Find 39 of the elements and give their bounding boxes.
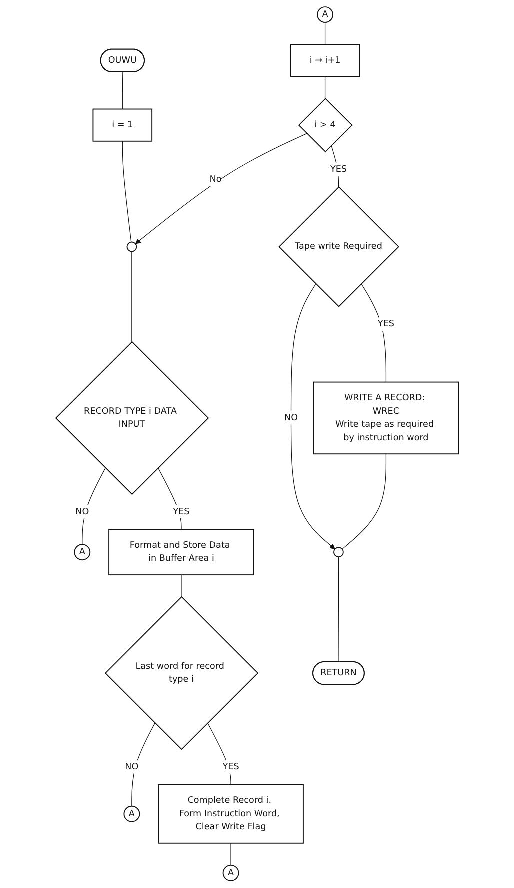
node-box: Complete Record i. Form Instruction Word, Clear Write Flag (158, 784, 304, 844)
connector (207, 722, 231, 786)
edge-label: NO (75, 506, 89, 517)
node-diamond: Last word for record type i (104, 596, 258, 750)
connector (131, 722, 156, 807)
node-box: WRITE A RECORD: WREC Write tape as required by instruction word (312, 382, 459, 455)
connector (122, 141, 132, 243)
edge-label: YES (172, 506, 190, 517)
connector (122, 72, 123, 110)
arrow (290, 284, 336, 550)
node-box: i = 1 (92, 108, 152, 142)
connector (324, 76, 326, 100)
edge-label: YES (378, 319, 394, 330)
node-circle: A (123, 806, 140, 822)
node-circle (126, 242, 137, 252)
node-circle: A (222, 864, 239, 882)
connector (158, 468, 182, 530)
connector (338, 556, 340, 663)
node-diamond: Tape write Required (278, 186, 400, 308)
node-diamond: RECORD TYPE i DATA INPUT (55, 341, 209, 496)
connector (82, 468, 106, 545)
node-circle: A (74, 544, 90, 561)
edge-label: No (209, 174, 222, 184)
connector (180, 574, 182, 598)
edge-label: YES (330, 164, 347, 174)
connector (131, 251, 132, 342)
node-diamond: i > 4 (298, 98, 353, 153)
node-circle: A (316, 6, 334, 23)
arrow (135, 133, 307, 244)
connector (360, 284, 386, 383)
node-circle (333, 547, 344, 558)
node-box: i → i+1 (290, 44, 360, 78)
connector (230, 843, 231, 866)
connector (342, 454, 386, 550)
node-box: Format and Store Data in Buffer Area i (108, 529, 254, 576)
edge-label: YES (222, 762, 239, 772)
connector (324, 22, 326, 45)
edge-label: NO (284, 412, 298, 423)
edge-label: NO (124, 762, 138, 772)
